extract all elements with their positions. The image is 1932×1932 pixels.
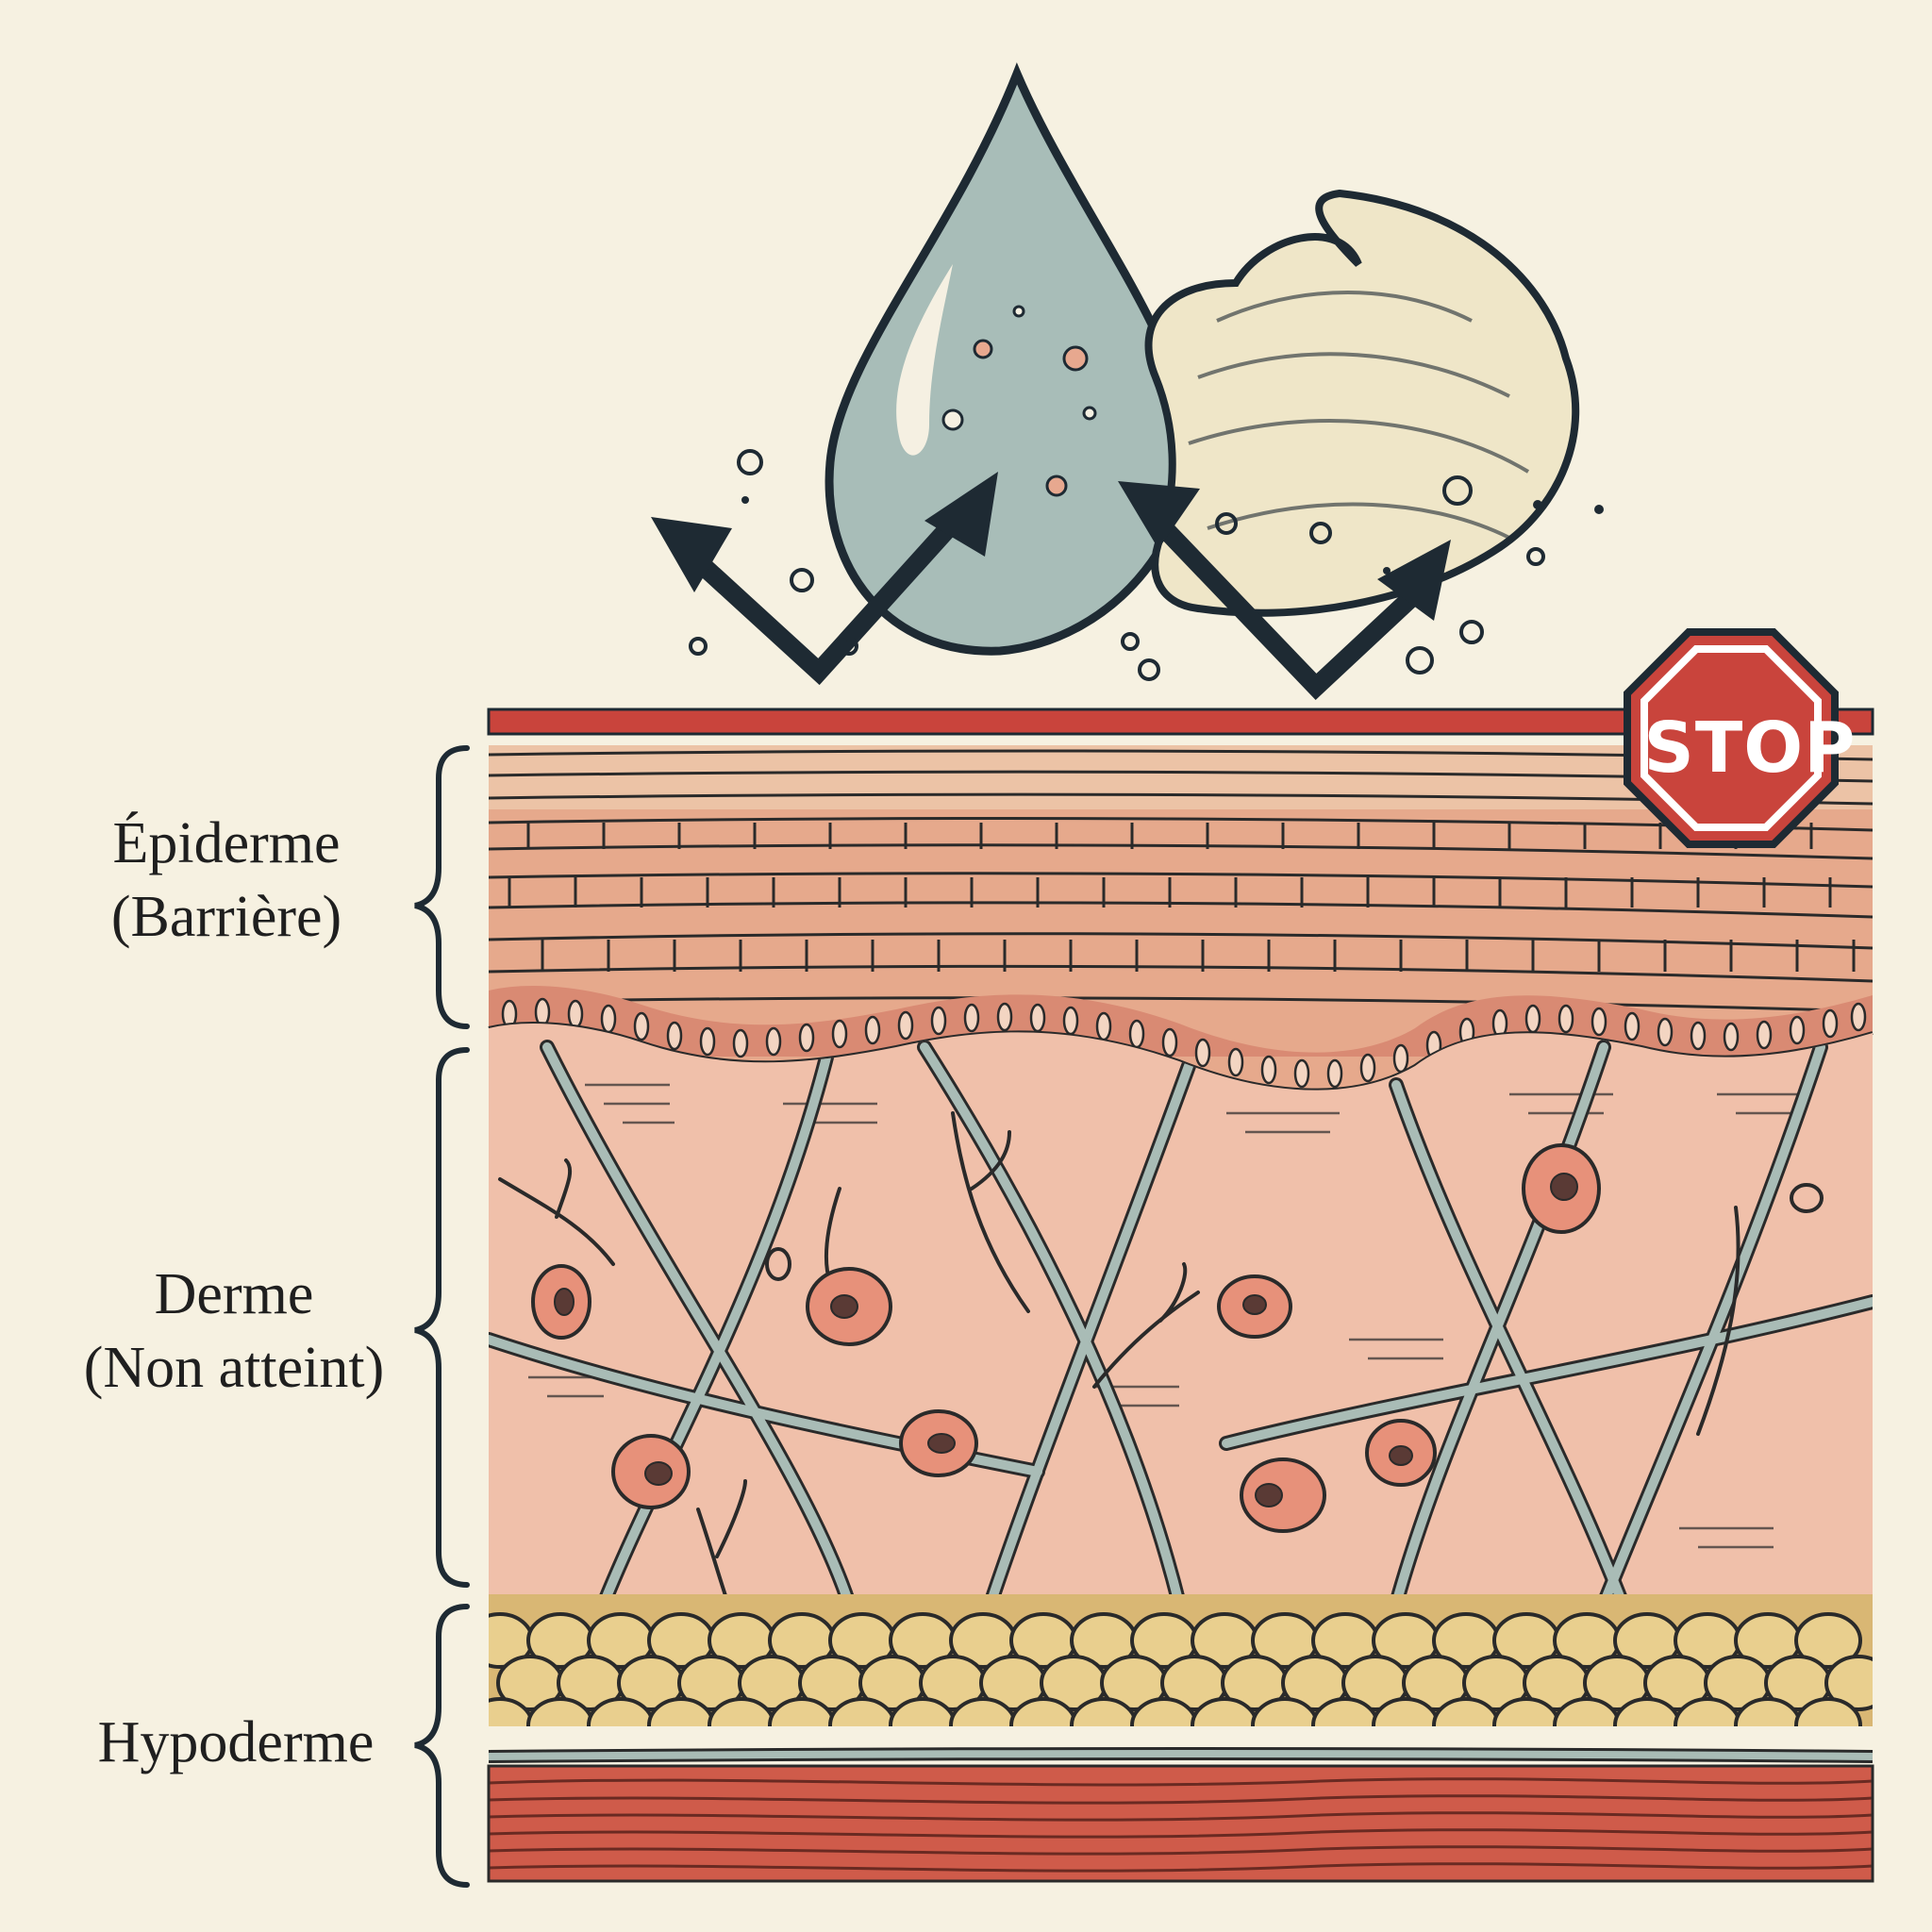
fat-cell: [1070, 1697, 1138, 1726]
fat-cell: [1311, 1697, 1379, 1726]
fat-cell: [1251, 1697, 1319, 1726]
fat-cell: [1824, 1655, 1873, 1711]
epidermis-label-title: Épiderme: [112, 811, 341, 875]
arrow-heads: [651, 472, 1451, 621]
fat-cell: [768, 1697, 836, 1726]
dermis-label: Derme (Non atteint): [55, 1257, 413, 1405]
fat-cell: [828, 1697, 896, 1726]
fat-cell: [489, 1697, 534, 1726]
fat-cell: [889, 1697, 957, 1726]
epidermis-label: Épiderme (Barrière): [90, 807, 363, 954]
deflection-arrows: [691, 501, 1422, 701]
layer-braces: [414, 745, 470, 1888]
fat-cell: [1734, 1697, 1802, 1726]
fat-cell: [1674, 1697, 1741, 1726]
fat-cell: [1432, 1697, 1500, 1726]
fat-cell: [1613, 1697, 1681, 1726]
bubbles: [689, 449, 1545, 681]
fat-cell: [708, 1697, 775, 1726]
fat-cell: [526, 1697, 594, 1726]
dermis-label-subtitle: (Non atteint): [83, 1336, 385, 1400]
fat-cell: [949, 1697, 1017, 1726]
fat-cell: [1009, 1697, 1077, 1726]
muscle-layer: [487, 1764, 1874, 1883]
fat-cell: [1191, 1697, 1258, 1726]
hypodermis-label-title: Hypoderme: [97, 1710, 375, 1774]
dermis-layer: [489, 1024, 1873, 1604]
water-droplet-icon: [824, 62, 1193, 656]
fat-cell: [647, 1697, 715, 1726]
fat-cell: [1372, 1697, 1440, 1726]
dermis-label-title: Derme: [154, 1262, 314, 1326]
fat-cell: [1553, 1697, 1621, 1726]
stop-sign-icon: [1624, 628, 1839, 848]
fat-cell: [1794, 1697, 1862, 1726]
hypodermis-label: Hypoderme: [57, 1706, 415, 1779]
fat-cell: [1130, 1697, 1198, 1726]
stop-sign-text: STOP: [1643, 708, 1857, 789]
hypodermis-layer: [489, 1594, 1873, 1726]
fat-cell: [1492, 1697, 1560, 1726]
fat-cell: [587, 1697, 655, 1726]
cream-dollop-icon: [1144, 189, 1580, 617]
epidermis-label-subtitle: (Barrière): [110, 885, 342, 949]
fat-cell: [1794, 1612, 1862, 1669]
